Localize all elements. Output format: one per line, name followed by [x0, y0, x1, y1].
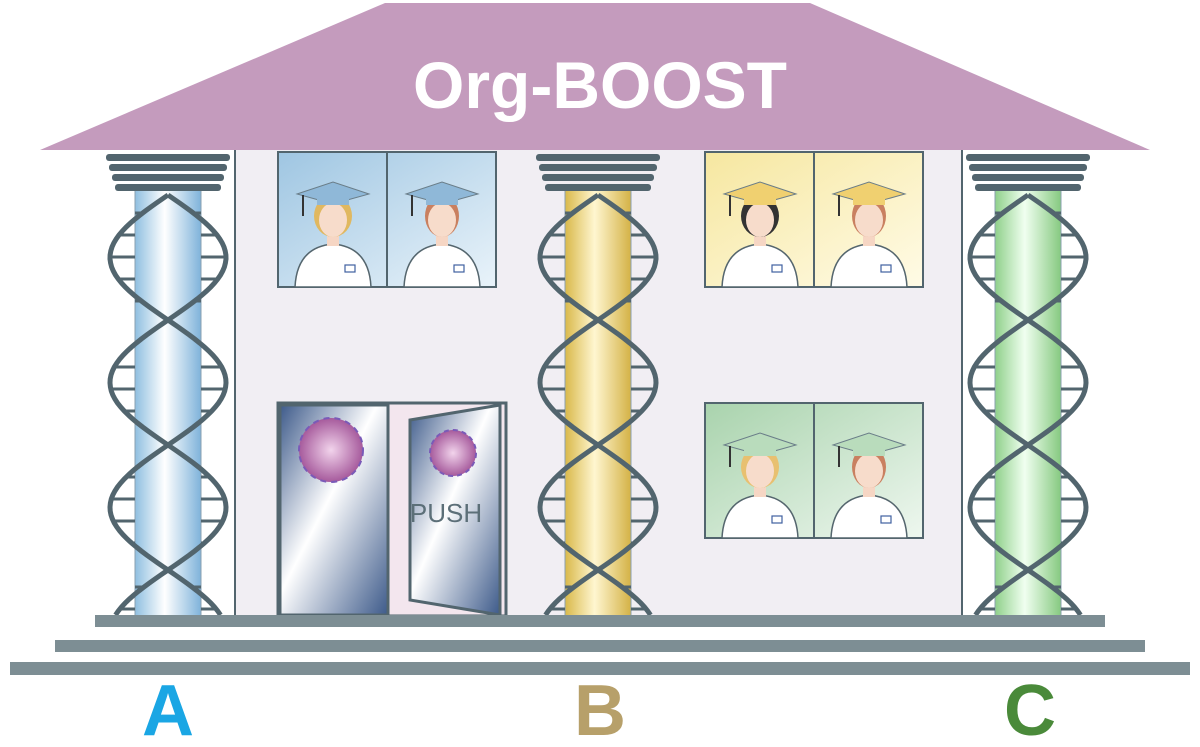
step-bottom — [10, 662, 1190, 675]
pillar-c — [966, 154, 1090, 617]
pillar-capital-ring — [542, 174, 654, 181]
pillar-a — [106, 154, 230, 617]
dna-strand — [967, 192, 1089, 617]
pillar-capital-ring — [112, 174, 224, 181]
pillar-label-c: C — [1004, 671, 1056, 747]
step-middle — [55, 640, 1145, 652]
roof — [40, 3, 1150, 150]
entrance-door: PUSH — [276, 401, 508, 618]
step-top — [95, 615, 1105, 627]
graduate-figure — [830, 181, 908, 288]
window — [277, 151, 497, 288]
window — [704, 402, 924, 539]
door-push-label: PUSH — [410, 498, 482, 528]
pillar-label-a: A — [142, 671, 194, 747]
building-title: Org-BOOST — [413, 48, 787, 122]
virus-icon — [298, 417, 364, 483]
graduate-figure — [294, 181, 372, 288]
pillar-capital-ring — [106, 154, 230, 161]
pillar-shaft — [564, 189, 632, 617]
pillar-capital-ring — [115, 184, 221, 191]
pillar-shaft — [134, 189, 202, 617]
virus-icon — [429, 429, 477, 477]
dna-strand — [107, 192, 229, 617]
pillar-label-b: B — [574, 671, 626, 747]
pillar-capital-ring — [545, 184, 651, 191]
graduate-figure — [403, 181, 481, 288]
pillar-capital-ring — [109, 164, 227, 171]
pillar-capital-ring — [536, 154, 660, 161]
dna-strand — [107, 192, 229, 617]
pillar-shaft — [994, 189, 1062, 617]
graduate-figure — [721, 432, 799, 539]
dna-strand — [537, 192, 659, 617]
graduate-figure — [830, 432, 908, 539]
dna-strand — [537, 192, 659, 617]
pillar-capital-ring — [966, 154, 1090, 161]
pillar-capital-ring — [975, 184, 1081, 191]
pillar-b — [536, 154, 660, 617]
window — [704, 151, 924, 288]
pillar-capital-ring — [972, 174, 1084, 181]
pillar-capital-ring — [969, 164, 1087, 171]
graduate-figure — [721, 181, 799, 288]
dna-strand — [967, 192, 1089, 617]
pillar-capital-ring — [539, 164, 657, 171]
